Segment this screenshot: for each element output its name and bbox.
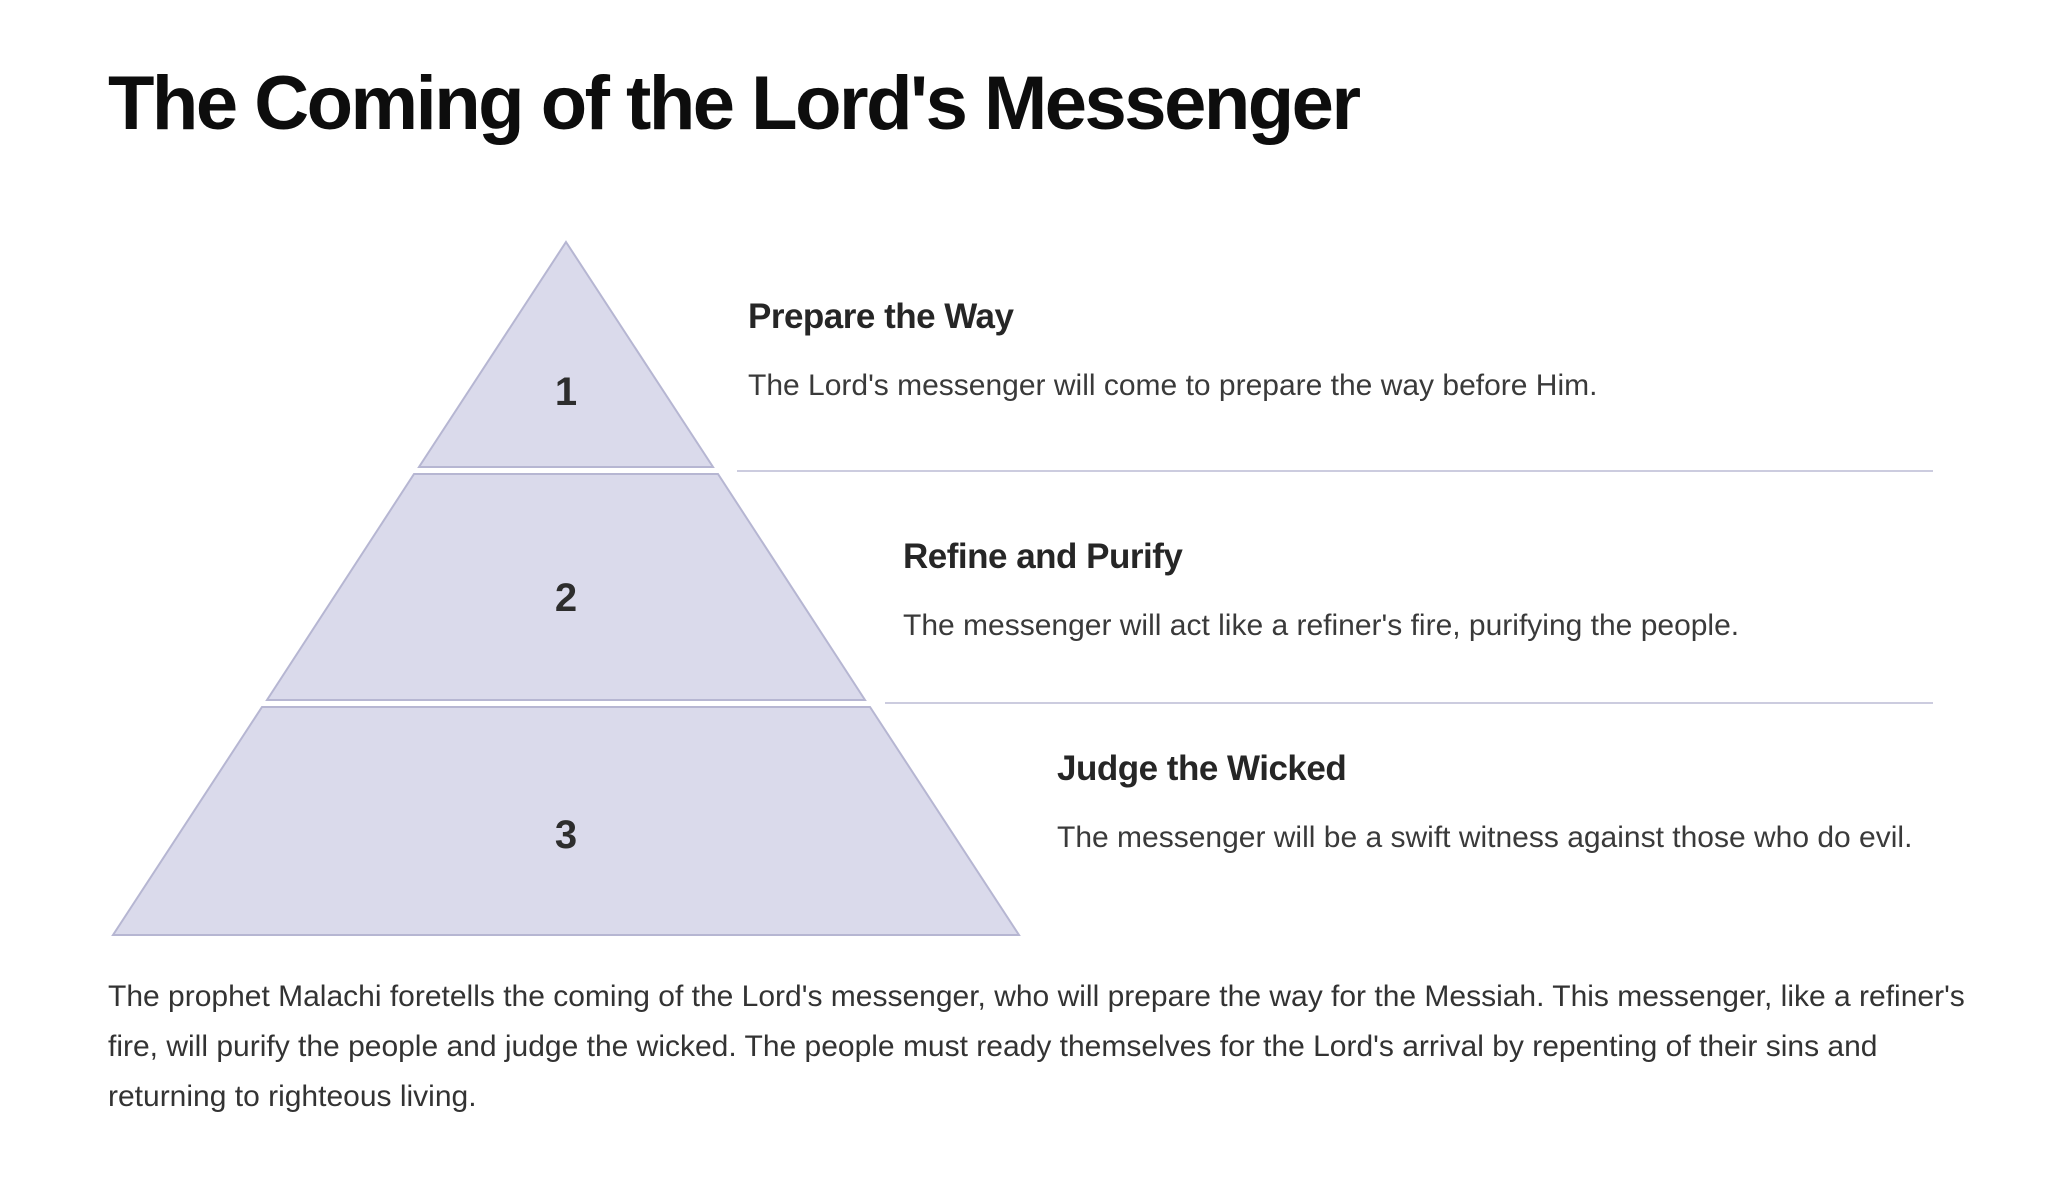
step-block-2: Refine and Purify The messenger will act…	[903, 536, 1739, 650]
step-block-3: Judge the Wicked The messenger will be a…	[1057, 748, 1912, 862]
level-3-number: 3	[555, 813, 577, 857]
step-2-heading: Refine and Purify	[903, 537, 1183, 576]
step-block-1: Prepare the Way The Lord's messenger wil…	[748, 296, 1597, 410]
step-3-description: The messenger will be a swift witness ag…	[1057, 821, 1913, 854]
pyramid-level-3-shape	[111, 706, 1021, 936]
step-1-heading: Prepare the Way	[748, 297, 1014, 336]
level-2-number: 2	[555, 576, 577, 620]
pyramid-level-2-shape	[265, 473, 867, 701]
step-3-heading: Judge the Wicked	[1057, 749, 1347, 788]
level-1-number: 1	[555, 370, 577, 414]
step-1-description: The Lord's messenger will come to prepar…	[748, 369, 1598, 402]
summary-paragraph: The prophet Malachi foretells the coming…	[108, 980, 1965, 1113]
pyramid-level-1-shape	[417, 240, 715, 468]
step-2-description: The messenger will act like a refiner's …	[903, 609, 1740, 642]
page-title: The Coming of the Lord's Messenger	[108, 61, 1361, 146]
